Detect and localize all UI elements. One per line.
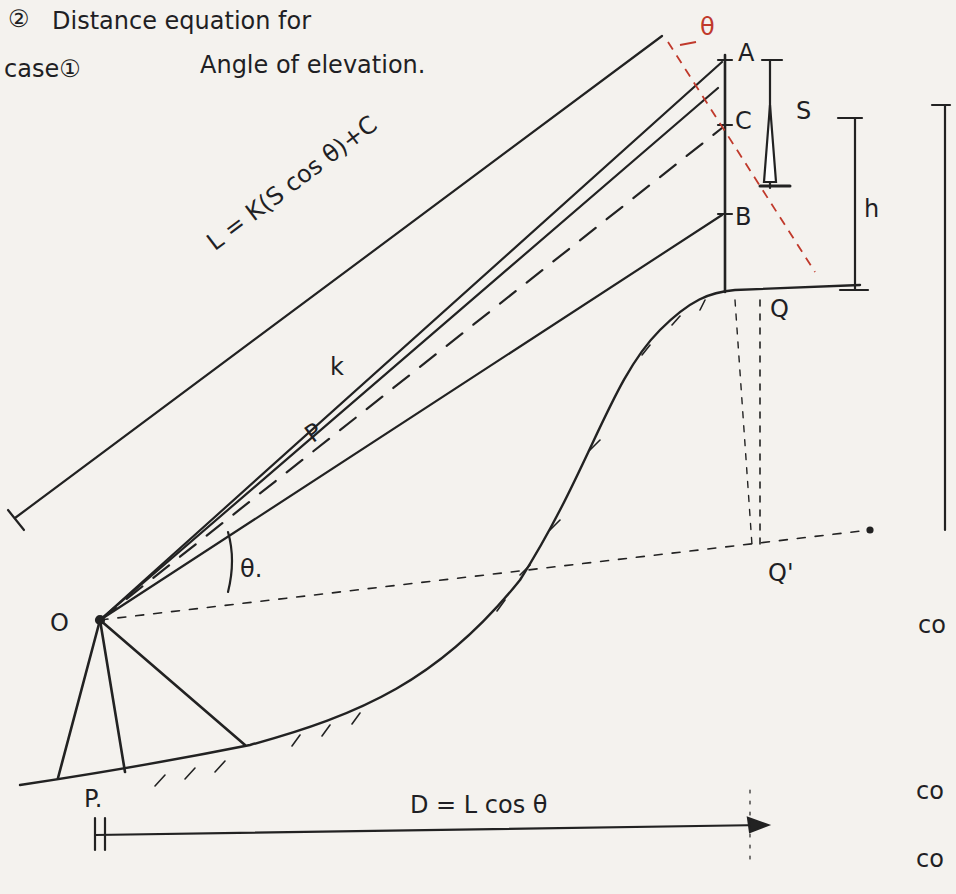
angle-label: θ (700, 14, 715, 40)
point-label: A (738, 40, 754, 66)
ink-stroke (215, 761, 225, 772)
vertical-line (749, 790, 750, 860)
vertical-line (759, 300, 761, 545)
tick-mark (8, 510, 24, 530)
tick-mark (104, 818, 106, 850)
tick-mark (840, 289, 868, 291)
ink-stroke (550, 520, 560, 530)
sight-line-c (100, 128, 722, 620)
tick-mark (94, 818, 96, 850)
tripod-leg (100, 620, 125, 772)
station-label: O (50, 610, 69, 636)
tick-mark (762, 59, 782, 61)
point-label: Q' (768, 560, 794, 586)
ink-stroke (185, 768, 195, 779)
height-dimension (944, 105, 946, 530)
distance-dimension (95, 825, 765, 835)
heading-text: Angle of elevation. (200, 52, 425, 78)
point-label: B (735, 204, 751, 230)
margin-note: co (916, 778, 944, 804)
margin-note: co (916, 846, 944, 872)
angle-mark (680, 42, 696, 45)
step-number: ② (8, 6, 30, 32)
ink-stroke (672, 316, 680, 325)
height-dimension (854, 118, 856, 290)
ink-stroke (352, 713, 360, 724)
ink-stroke (292, 735, 300, 746)
tick-mark (718, 213, 732, 215)
length-line (15, 36, 662, 518)
angle-label: θ. (240, 556, 262, 582)
red-construction (668, 42, 815, 272)
length-formula: L = K(S cos θ)+C (202, 111, 382, 256)
tripod-leg (58, 620, 100, 778)
point-label: C (735, 108, 752, 134)
tick-mark (718, 59, 732, 61)
height-label: h (864, 196, 879, 222)
horizontal-line (100, 530, 870, 620)
vertical-line (735, 300, 752, 545)
normal-line (668, 42, 815, 272)
distance-formula: D = L cos θ (410, 792, 548, 818)
ink-stroke (497, 600, 505, 611)
case-label: case① (4, 56, 81, 82)
tripod-leg (100, 620, 245, 745)
ink-stroke (642, 345, 650, 355)
sight-line-b (100, 215, 722, 620)
sight-line (100, 88, 718, 620)
ink-drawing (8, 36, 950, 860)
staff (724, 55, 727, 292)
tick-mark (760, 185, 790, 188)
ground-profile (20, 285, 860, 785)
point-label: Q (770, 296, 789, 322)
arrowhead (748, 818, 768, 832)
point-label: P. (84, 786, 102, 812)
ink-stroke (700, 300, 705, 310)
margin-note: co (918, 612, 946, 638)
ink-stroke (520, 565, 530, 575)
ink-stroke (322, 725, 330, 736)
tick-mark (838, 117, 862, 119)
constant-label: k (330, 354, 344, 380)
instrument-station (96, 616, 104, 624)
ink-stroke (590, 440, 600, 450)
arrow-symbol (764, 105, 776, 182)
tick-mark (932, 104, 950, 106)
heading-text: Distance equation for (52, 8, 311, 34)
hatching (155, 300, 705, 786)
intercept-label: S (796, 98, 811, 124)
angle-arc (228, 532, 232, 592)
ink-stroke (155, 775, 165, 786)
sight-line-a (100, 62, 722, 620)
